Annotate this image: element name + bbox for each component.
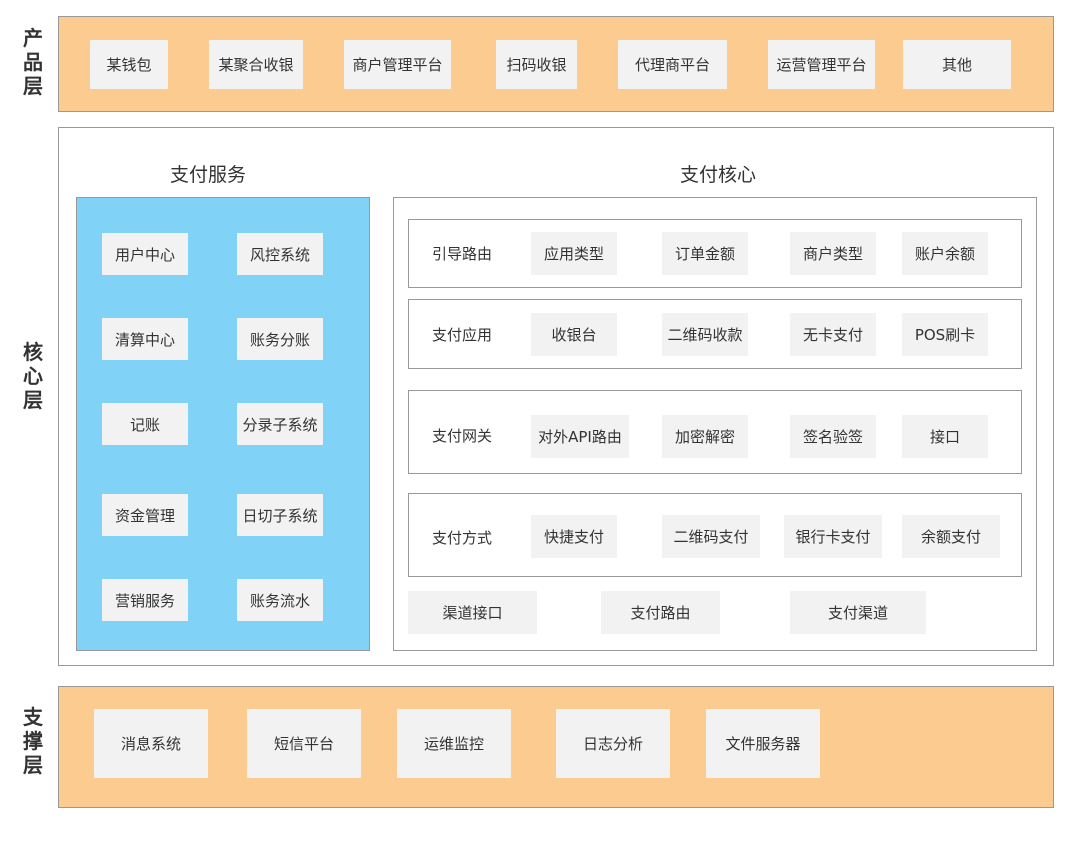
core-row-routing: 引导路由 应用类型 订单金额 商户类型 账户余额 <box>408 219 1022 288</box>
payment-channel: 支付渠道 <box>790 591 926 634</box>
core-row-item: 二维码收款 <box>662 313 748 356</box>
product-layer-band: 某钱包 某聚合收银 商户管理平台 扫码收银 代理商平台 运营管理平台 其他 <box>58 16 1054 112</box>
core-row-item: 应用类型 <box>531 232 617 275</box>
core-row-application: 支付应用 收银台 二维码收款 无卡支付 POS刷卡 <box>408 299 1022 369</box>
core-row-item: 二维码支付 <box>662 515 760 558</box>
core-row-item: 接口 <box>902 415 988 458</box>
core-row-label: 支付方式 <box>432 529 493 547</box>
service-item: 用户中心 <box>102 233 188 275</box>
product-layer-label: 产品层 <box>23 26 43 98</box>
core-row-item: 订单金额 <box>662 232 748 275</box>
core-row-item: 无卡支付 <box>790 313 876 356</box>
service-item: 分录子系统 <box>237 403 323 445</box>
service-item: 营销服务 <box>102 579 188 621</box>
core-row-item: 商户类型 <box>790 232 876 275</box>
core-row-item: 快捷支付 <box>531 515 617 558</box>
product-item: 运营管理平台 <box>768 40 875 89</box>
support-layer-band: 消息系统 短信平台 运维监控 日志分析 文件服务器 <box>58 686 1054 808</box>
product-item: 扫码收银 <box>496 40 577 89</box>
core-row-item: 收银台 <box>531 313 617 356</box>
core-row-method: 支付方式 快捷支付 二维码支付 银行卡支付 余额支付 <box>408 493 1022 577</box>
support-item: 文件服务器 <box>706 709 820 778</box>
product-item: 某钱包 <box>90 40 168 89</box>
product-item: 某聚合收银 <box>209 40 303 89</box>
core-row-item: 对外API路由 <box>531 415 629 458</box>
core-row-label: 支付应用 <box>432 326 493 344</box>
payment-service-panel: 用户中心 风控系统 清算中心 账务分账 记账 分录子系统 资金管理 日切子系统 … <box>76 197 370 651</box>
core-layer-label: 核心层 <box>23 340 43 412</box>
payment-core-title: 支付核心 <box>679 164 756 186</box>
core-row-gateway: 支付网关 对外API路由 加密解密 签名验签 接口 <box>408 390 1022 474</box>
product-item: 商户管理平台 <box>344 40 451 89</box>
channel-interface: 渠道接口 <box>408 591 537 634</box>
core-row-item: 银行卡支付 <box>784 515 882 558</box>
service-item: 清算中心 <box>102 318 188 360</box>
core-row-item: POS刷卡 <box>902 313 988 356</box>
product-item: 其他 <box>903 40 1011 89</box>
core-row-label: 引导路由 <box>432 245 493 263</box>
service-item: 资金管理 <box>102 494 188 536</box>
support-layer-label: 支撑层 <box>23 705 43 777</box>
support-item: 运维监控 <box>397 709 511 778</box>
payment-service-title: 支付服务 <box>169 164 246 186</box>
service-item: 日切子系统 <box>237 494 323 536</box>
service-item: 账务流水 <box>237 579 323 621</box>
core-row-item: 加密解密 <box>662 415 748 458</box>
service-item: 风控系统 <box>237 233 323 275</box>
core-row-item: 账户余额 <box>902 232 988 275</box>
support-item: 消息系统 <box>94 709 208 778</box>
service-item: 记账 <box>102 403 188 445</box>
support-item: 短信平台 <box>247 709 361 778</box>
core-row-item: 签名验签 <box>790 415 876 458</box>
support-item: 日志分析 <box>556 709 670 778</box>
core-row-item: 余额支付 <box>902 515 1000 558</box>
product-item: 代理商平台 <box>618 40 727 89</box>
payment-routing: 支付路由 <box>601 591 720 634</box>
service-item: 账务分账 <box>237 318 323 360</box>
core-row-label: 支付网关 <box>432 427 493 445</box>
